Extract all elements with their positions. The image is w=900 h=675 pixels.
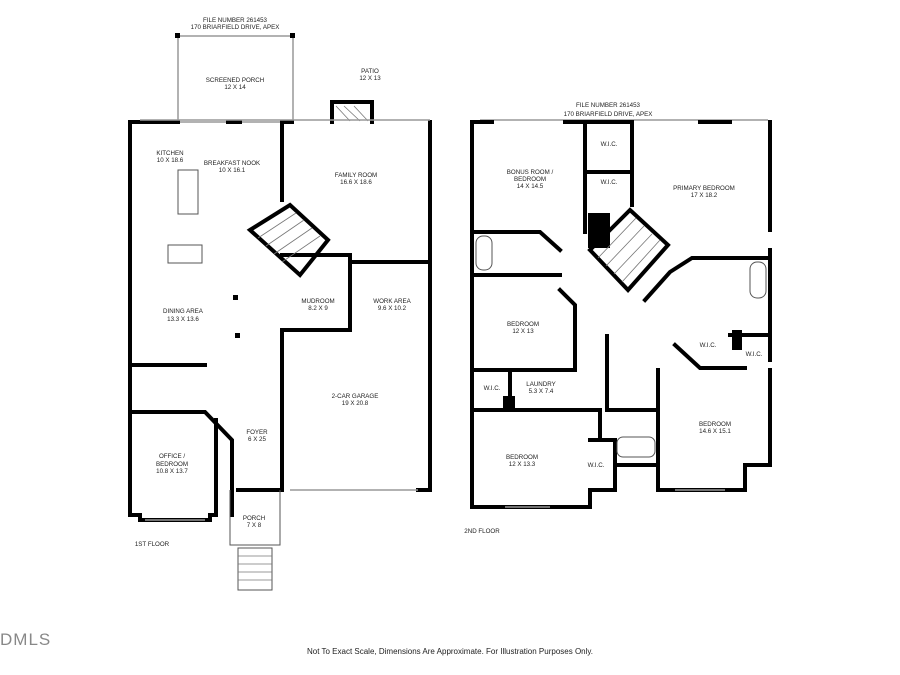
room-name: MUDROOM (301, 298, 334, 305)
room-name: FAMILY ROOM (335, 172, 377, 179)
exterior-walls-second-floor (470, 120, 772, 509)
room-name: W.I.C. (700, 342, 717, 349)
room-name: PORCH (243, 515, 265, 522)
porch-outline (229, 490, 281, 546)
room-dims: 14 X 14.5 (517, 183, 544, 190)
room-name: W.I.C. (746, 351, 763, 358)
room-dims: 9.6 X 10.2 (378, 305, 407, 312)
address-1: 170 BRIARFIELD DRIVE, APEX (191, 24, 280, 31)
room-name: W.I.C. (601, 141, 618, 148)
room-dims: 12 X 13 (512, 328, 534, 335)
room-dims: 8.2 X 9 (308, 305, 328, 312)
room-name: DINING AREA (163, 308, 204, 315)
first-floor-plan: FILE NUMBER 261453 170 BRIARFIELD DRIVE,… (128, 17, 432, 591)
logo: DMLS (0, 630, 52, 649)
room-name: W.I.C. (588, 462, 605, 469)
stairs-second-floor (587, 207, 671, 293)
room-name: OFFICE / (159, 453, 185, 460)
room-name: LAUNDRY (526, 381, 555, 388)
room-dims: 12 X 14 (224, 84, 246, 91)
room-dims: 19 X 20.8 (342, 400, 369, 407)
room-dims: 10 X 18.6 (157, 157, 184, 164)
room-name: FOYER (246, 429, 268, 436)
stairs-first-floor (246, 202, 331, 278)
room-name: 2-CAR GARAGE (332, 393, 379, 400)
room-dims: 13.3 X 13.6 (167, 316, 199, 323)
room-dims: 12 X 13.3 (509, 461, 536, 468)
room-dims: 12 X 13 (359, 75, 381, 82)
room-name-2: BEDROOM (156, 461, 188, 468)
room-name: W.I.C. (484, 385, 501, 392)
room-name: SCREENED PORCH (206, 77, 264, 84)
room-name: PRIMARY BEDROOM (673, 185, 735, 192)
file-number-1: FILE NUMBER 261453 (203, 17, 268, 24)
room-dims: 5.3 X 7.4 (529, 388, 554, 395)
room-dims: 7 X 8 (247, 522, 262, 529)
room-name: BEDROOM (507, 321, 539, 328)
room-dims: 10 X 16.1 (219, 167, 246, 174)
room-name: BREAKFAST NOOK (204, 160, 261, 167)
second-floor-plan: FILE NUMBER 261453 170 BRIARFIELD DRIVE,… (464, 102, 772, 535)
room-name: BEDROOM (506, 454, 538, 461)
file-number-2: FILE NUMBER 261453 (576, 102, 641, 109)
room-name: PATIO (361, 68, 379, 75)
porch-steps (237, 547, 273, 591)
room-name: WORK AREA (373, 298, 411, 305)
room-dims: 16.6 X 18.6 (340, 179, 372, 186)
room-name: W.I.C. (601, 179, 618, 186)
room-dims: 10.8 X 13.7 (156, 468, 188, 475)
address-2: 170 BRIARFIELD DRIVE, APEX (564, 111, 653, 118)
room-name: BEDROOM (699, 421, 731, 428)
room-name-2: BEDROOM (514, 176, 546, 183)
floor-label-1: 1ST FLOOR (135, 541, 170, 548)
room-dims: 17 X 18.2 (691, 192, 718, 199)
disclaimer: Not To Exact Scale, Dimensions Are Appro… (306, 647, 594, 656)
room-name: KITCHEN (156, 150, 183, 157)
floor-label-2: 2ND FLOOR (464, 528, 500, 535)
room-dims: 14.6 X 15.1 (699, 428, 731, 435)
room-dims: 6 X 25 (248, 436, 266, 443)
screened-porch-outline (177, 35, 294, 123)
room-name: BONUS ROOM / (507, 169, 554, 176)
fireplace (330, 100, 374, 124)
